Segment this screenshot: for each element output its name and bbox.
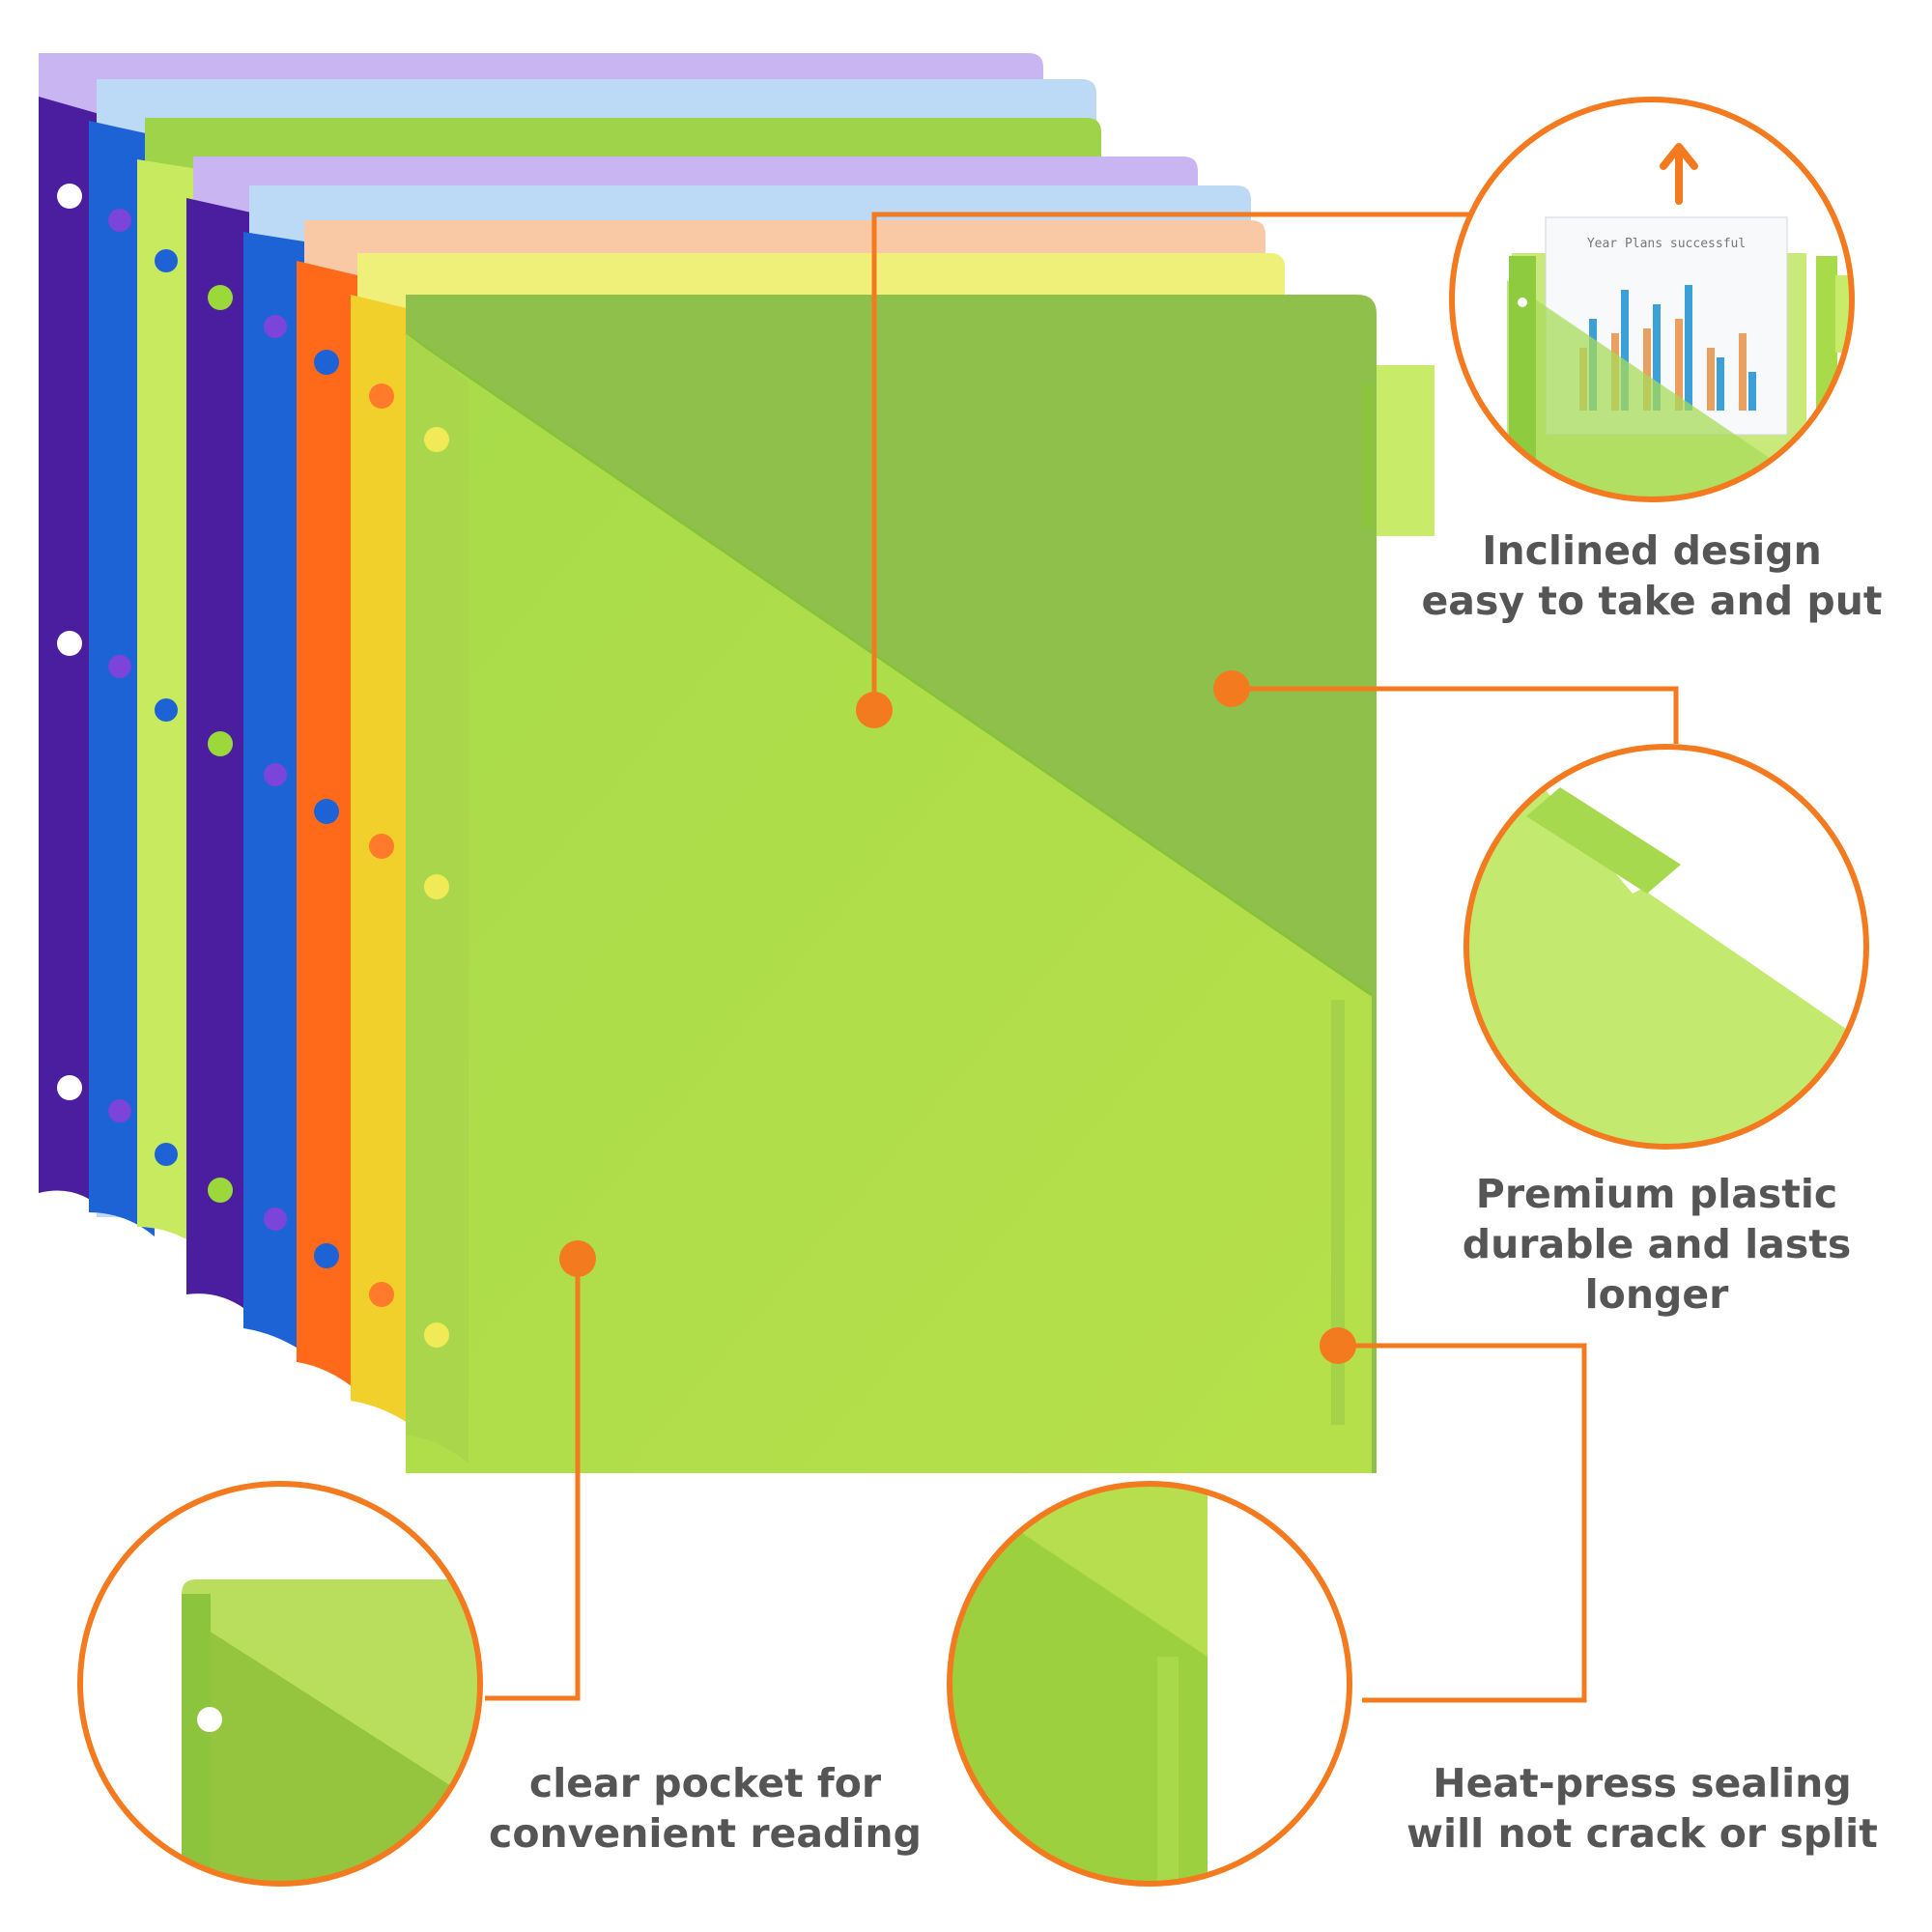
zoom-premium-plastic [1463,744,1869,1150]
callout-dot-premium [1213,670,1250,707]
caption-clear-pocket: clear pocket for convenient reading [489,1760,922,1857]
zoom-inclined-design: Year Plans successful [1449,97,1855,502]
caption-premium-plastic: Premium plastic durable and lasts longer [1462,1171,1852,1318]
zoom-chart-title: Year Plans successful [1587,237,1746,251]
caption-heat-press: Heat-press sealing will not crack or spl… [1406,1760,1878,1857]
callout-lines [485,212,1679,1703]
zoom-heat-press [947,1481,1352,1887]
callout-dot-heat [1320,1327,1356,1364]
folder-stack [39,53,1435,1473]
folder-green-front [405,295,1435,1473]
callout-dot-pocket [559,1240,596,1277]
callout-dot-inclined [856,692,893,728]
caption-inclined-design: Inclined design easy to take and put [1421,527,1883,624]
zoom-clear-pocket [77,1481,483,1887]
